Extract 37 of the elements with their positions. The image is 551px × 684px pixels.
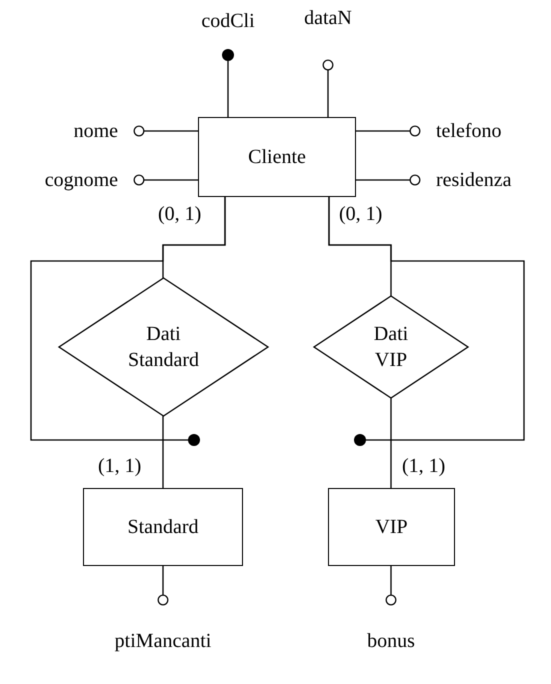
identifier-dot <box>222 49 234 61</box>
relationship-diamond <box>314 296 468 398</box>
attribute-name: codCli <box>201 10 255 33</box>
attribute-name: bonus <box>351 605 431 651</box>
entity-name: Standard <box>127 515 199 540</box>
attribute-name: nome <box>30 119 134 143</box>
attribute-name: ptiMancanti <box>103 605 223 651</box>
entity-box <box>198 117 356 197</box>
connector-line <box>30 197 226 441</box>
relationship-name: Dati Standard <box>126 322 200 373</box>
cardinality-label: (1, 1) <box>400 455 448 478</box>
entity-box <box>328 488 455 566</box>
cardinality-label: (0, 1) <box>156 203 204 226</box>
relationship-diamond <box>59 278 268 416</box>
connector-line <box>356 174 420 186</box>
connector-line <box>328 197 525 441</box>
connector-line <box>227 61 229 117</box>
cardinality-label: (1, 1) <box>96 455 144 478</box>
relationship-name: Dati VIP <box>372 322 410 373</box>
cardinality-label: (0, 1) <box>337 203 384 226</box>
entity-name: VIP <box>375 515 408 540</box>
connector-line <box>162 416 164 488</box>
attribute-name: residenza <box>420 168 551 192</box>
connector-line <box>134 126 198 136</box>
identifier-dot <box>188 434 200 446</box>
attribute-name: cognome <box>0 168 134 192</box>
attribute-name: telefono <box>420 119 530 143</box>
attribute-name: dataN <box>293 8 363 60</box>
connector-line <box>390 398 392 488</box>
entity-box <box>83 488 243 566</box>
connector-line <box>386 566 396 606</box>
identifier-dot <box>354 434 366 446</box>
connector-line <box>158 566 168 606</box>
entity-name: Cliente <box>248 145 306 170</box>
connector-line <box>322 60 334 117</box>
connector-line <box>356 126 420 136</box>
connector-line <box>134 174 198 186</box>
